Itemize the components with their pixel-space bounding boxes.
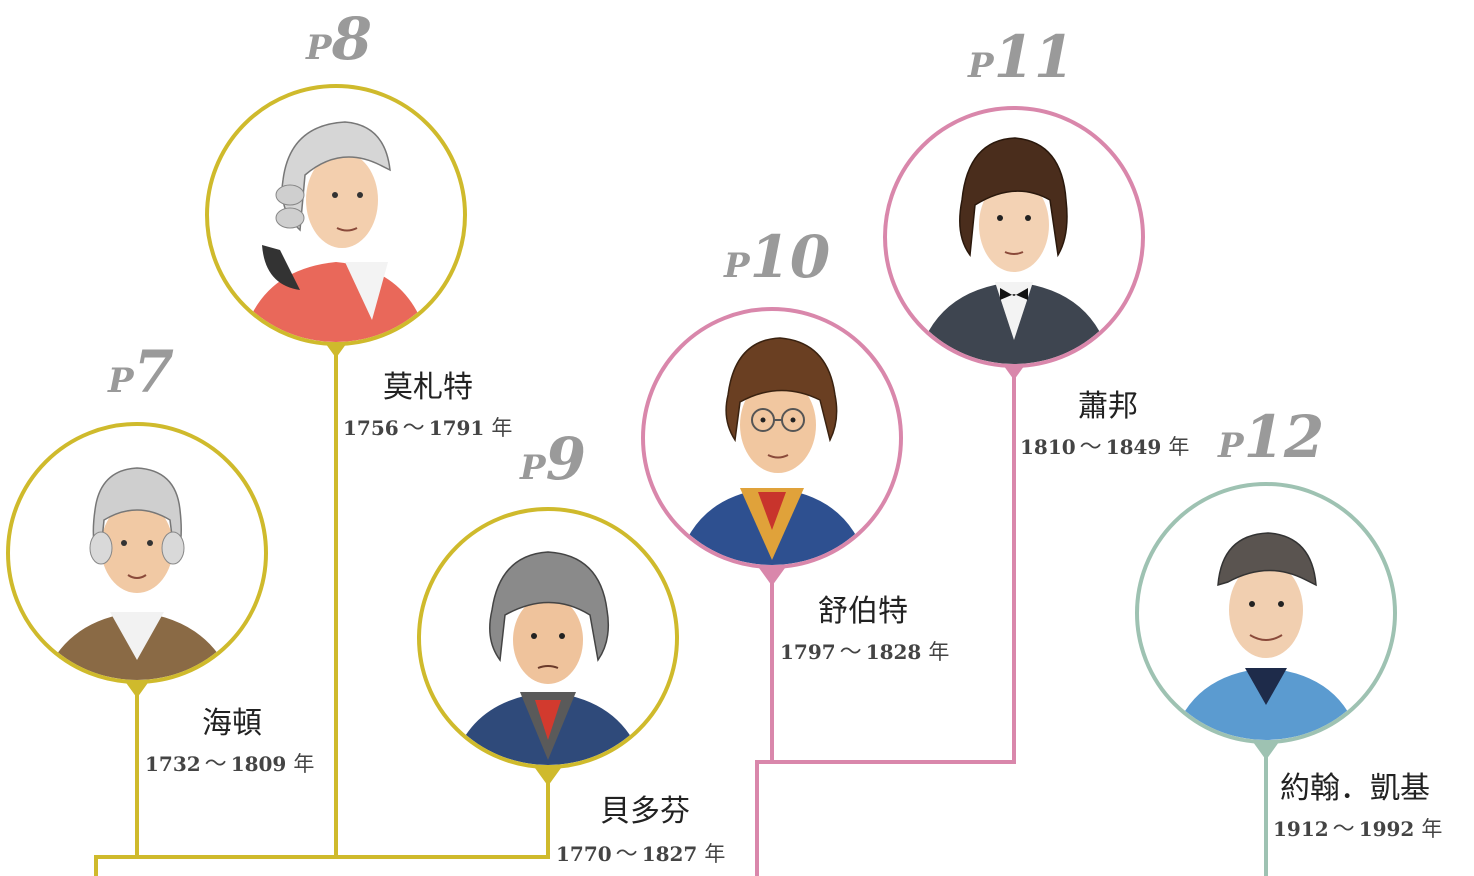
composer-name-schubert: 舒伯特 (818, 594, 908, 629)
composer-years-schubert: 1797～1828 年 (780, 634, 949, 666)
birth-year: 1912 (1273, 817, 1329, 841)
year-separator: ～ (1079, 435, 1102, 460)
death-year: 1791 (428, 416, 485, 440)
composer-name-mozart: 莫札特 (383, 370, 473, 405)
composer-years-mozart: 1756～1791 年 (343, 410, 512, 442)
death-year: 1992 (1358, 817, 1415, 841)
page-label-haydn: P7 (108, 343, 174, 401)
cage-portrait-icon (1135, 482, 1397, 744)
composer-years-chopin: 1810～1849 年 (1020, 429, 1189, 461)
page-label-beethoven: P9 (520, 430, 586, 488)
birth-year: 1810 (1020, 435, 1076, 459)
schubert-pointer (759, 568, 785, 586)
page-label-cage: P12 (1218, 408, 1324, 466)
page-number: 9 (545, 425, 586, 493)
beethoven-portrait-icon (417, 507, 679, 769)
death-year: 1827 (641, 842, 698, 866)
year-unit: 年 (293, 752, 315, 776)
year-separator: ～ (402, 416, 425, 441)
page-number: 8 (331, 5, 372, 73)
romantic-branch-line (755, 372, 1016, 876)
classical-branch-line (94, 780, 550, 876)
year-unit: 年 (1168, 435, 1190, 459)
composer-name-beethoven: 貝多芬 (600, 794, 690, 829)
composer-name-chopin: 蕭邦 (1078, 389, 1138, 424)
year-unit: 年 (491, 416, 513, 440)
birth-year: 1732 (145, 752, 201, 776)
page-number: 12 (1243, 403, 1325, 471)
year-separator: ～ (615, 842, 638, 867)
page-prefix: P (724, 246, 750, 286)
cage-pointer (1253, 742, 1279, 760)
page-number: 7 (133, 338, 174, 406)
year-unit: 年 (1421, 817, 1443, 841)
birth-year: 1770 (556, 842, 612, 866)
birth-year: 1797 (780, 640, 836, 664)
death-year: 1809 (230, 752, 287, 776)
composer-years-beethoven: 1770～1827 年 (556, 836, 725, 868)
page-prefix: P (1218, 426, 1244, 466)
death-year: 1849 (1105, 435, 1162, 459)
page-label-schubert: P10 (724, 228, 830, 286)
haydn-portrait-icon (6, 422, 268, 684)
haydn-pointer (124, 680, 150, 698)
year-separator: ～ (839, 640, 862, 665)
year-separator: ～ (204, 752, 227, 777)
composer-name-haydn: 海頓 (202, 706, 262, 741)
composer-name-cage: 約翰．凱基 (1280, 771, 1430, 806)
page-prefix: P (968, 46, 994, 86)
page-number: 10 (749, 223, 831, 291)
year-separator: ～ (1332, 817, 1355, 842)
chopin-portrait-icon (883, 106, 1145, 368)
composer-years-haydn: 1732～1809 年 (145, 746, 314, 778)
year-unit: 年 (704, 842, 726, 866)
schubert-portrait-icon (641, 307, 903, 569)
page-prefix: P (108, 361, 134, 401)
birth-year: 1756 (343, 416, 399, 440)
composer-years-cage: 1912～1992 年 (1273, 811, 1442, 843)
page-prefix: P (520, 448, 546, 488)
mozart-portrait-icon (205, 84, 467, 346)
page-prefix: P (306, 28, 332, 68)
beethoven-pointer (535, 768, 561, 786)
page-label-mozart: P8 (306, 10, 372, 68)
death-year: 1828 (865, 640, 922, 664)
page-label-chopin: P11 (968, 28, 1074, 86)
page-number: 11 (993, 23, 1075, 91)
year-unit: 年 (928, 640, 950, 664)
